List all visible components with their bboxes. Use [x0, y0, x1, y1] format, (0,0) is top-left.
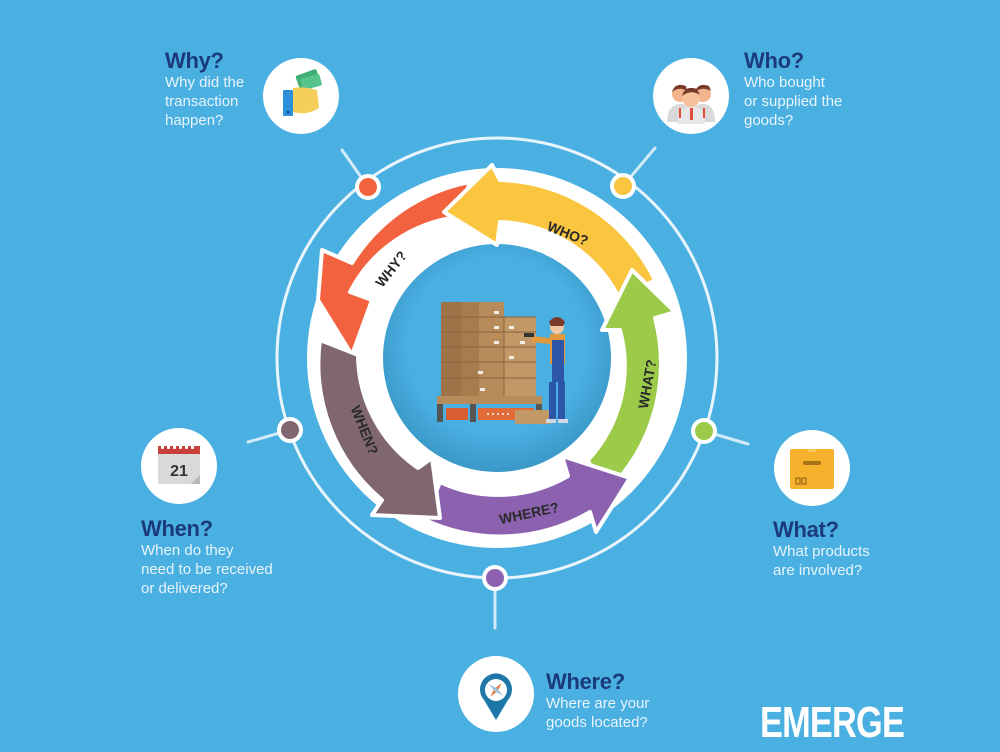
node-why-desc-line3: happen? [165, 112, 224, 129]
calendar-day: 21 [170, 463, 188, 480]
node-when-desc-line3: or delivered? [141, 580, 228, 597]
people-group-icon [653, 58, 729, 134]
node-why: Why? Why did the transaction happen? [165, 49, 244, 130]
dot-where [486, 569, 504, 587]
node-when-desc-line2: need to be received [141, 561, 273, 578]
node-when: When? When do they need to be received o… [141, 517, 273, 598]
node-what: What? What products are involved? [773, 518, 870, 580]
node-who: Who? Who bought or supplied the goods? [744, 49, 842, 130]
dot-what [695, 422, 713, 440]
node-where-desc-line1: Where are your [546, 695, 650, 712]
node-who-title: Who? [744, 48, 804, 73]
node-what-desc-line2: are involved? [773, 562, 863, 579]
node-where-title: Where? [546, 669, 625, 694]
dot-who [614, 177, 632, 195]
node-where-desc-line2: goods located? [546, 714, 648, 731]
arrow-where [423, 454, 632, 539]
node-what-desc-line1: What products [773, 543, 870, 560]
brand-logo: EMERGE [760, 698, 905, 747]
node-why-desc-line2: transaction [165, 93, 239, 110]
node-who-desc-line2: or supplied the [744, 93, 843, 110]
dot-why [359, 178, 377, 196]
calendar-icon: 21 [141, 428, 217, 504]
arrow-when [316, 338, 442, 520]
node-who-desc-line1: Who bought [744, 74, 825, 91]
warehouse-worker-illustration [437, 302, 568, 424]
node-when-desc-line1: When do they [141, 542, 234, 559]
cardboard-box-icon [774, 430, 850, 506]
arrow-what [586, 268, 677, 498]
node-when-title: When? [141, 516, 213, 541]
node-why-desc-line1: Why did the [165, 74, 245, 91]
dot-when [281, 421, 299, 439]
node-who-desc-line3: goods? [744, 112, 794, 129]
node-dots [277, 173, 717, 591]
node-why-title: Why? [165, 48, 224, 73]
location-pin-compass-icon [458, 656, 534, 732]
hand-with-money-icon [263, 58, 339, 134]
node-where: Where? Where are your goods located? [546, 670, 649, 732]
node-what-title: What? [773, 517, 839, 542]
arrow-who [442, 163, 657, 302]
